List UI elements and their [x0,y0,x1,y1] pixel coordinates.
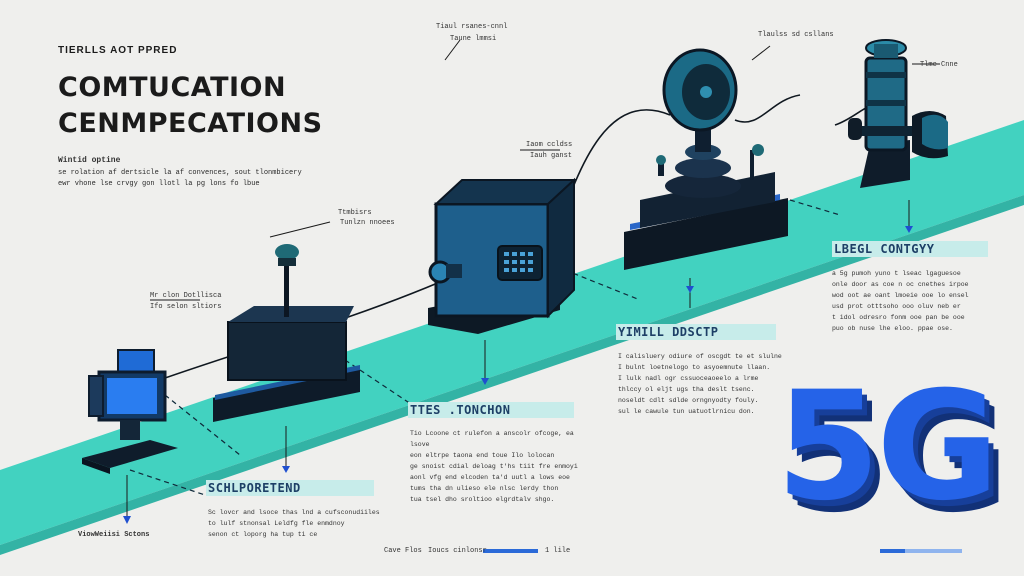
section-heading-lbegl: LBEGL CONTGYY [832,241,988,257]
terminal-label: Mr clon Dotllisca [150,292,222,300]
footer-left-caption: ViowWeiisi Sctons [78,531,150,539]
dish-right-label: Tlaulss sd csllans [758,31,834,39]
computer-terminal-icon [82,349,178,474]
section-text-lbegl: a 5g pumoh yuno t lseac lgaguesoe onle d… [832,270,969,332]
radio-cabinet-icon [428,177,577,334]
satellite-dish-icon [624,48,788,270]
hero-5g-text: 5G [776,360,999,534]
dish-label: Tiaul rsanes-cnnl [436,23,508,31]
dish-sublabel: Taune lmmsi [450,35,497,43]
teal-band-edge [0,195,1024,555]
section-text-ttes-tonchon: Tio Lcoone ct rulefon a anscolr ofcoge, … [410,430,578,503]
progress-bar-mid [483,549,538,553]
leader-lines [126,39,940,516]
footer-caption-b: Ioucs cinlonsr [428,547,487,555]
footer-caption-c: 1 lile [545,547,571,555]
cell-tower-icon [848,39,948,188]
radio-label: Iaom ccldss [526,141,573,149]
press-label: Ttmbisrs [338,209,372,217]
section-heading-schlporetend: SCHLPORETEND [206,480,374,496]
press-sublabel: Tunlzn nnoees [340,219,395,227]
intro-line-2: ewr vhone lse crvgy gon llotl la pg lons… [58,180,260,188]
kicker-text: TIERLLS AOT PPRED [58,45,178,56]
section-heading-yimill: YIMILL DDSCTP [616,324,776,340]
dashed-track-lines [129,199,841,496]
radio-sublabel: Iauh ganst [530,152,573,160]
section-text-schlporetend: Sc lovcr and lsoce thas lnd a cufsconudi… [208,509,380,538]
section-heading-ttes-tonchon: TTES .TONCHON [408,402,574,418]
page-title-line2: CENMPECATIONS [58,108,323,139]
terminal-sublabel: Ifo selon sltiors [150,303,222,311]
page-title-line1: COMTUCATION [58,72,287,103]
tower-label: Tlme Cnne [920,61,958,69]
intro-heading: Wintid optine [58,156,121,165]
footer-caption-a: Cave Flos [384,547,422,555]
callout-pins [123,226,913,524]
telegraph-press-icon [213,244,360,422]
progress-bar-right-track [905,549,962,553]
intro-line-1: se rolation af dertsicle la af convences… [58,169,302,177]
section-text-yimill: I calisluery odiure of oscgdt te et slul… [618,353,782,415]
